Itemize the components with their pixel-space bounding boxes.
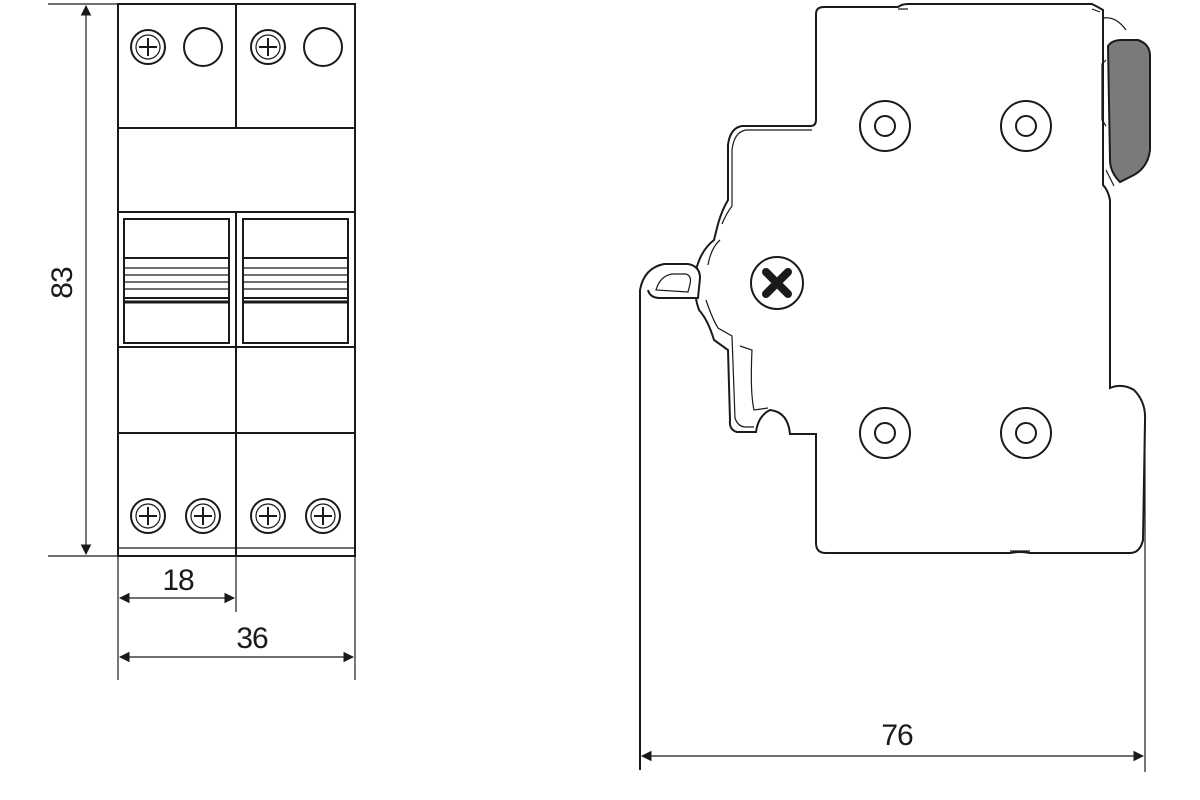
latch	[1106, 39, 1151, 184]
height-dimension: 83	[46, 3, 118, 557]
front-plate-band	[117, 127, 356, 213]
side-view	[639, 3, 1151, 770]
total-width-label: 36	[236, 622, 268, 655]
side-body-outline	[693, 3, 1147, 554]
pole-width-dimension: 18	[117, 556, 237, 680]
toggle-handle-right	[242, 218, 349, 344]
total-width-dimension: 36	[118, 556, 356, 680]
terminal-hole	[303, 27, 343, 67]
screw-icon	[130, 29, 166, 65]
terminal-screw-icon	[859, 100, 911, 152]
latch-outline	[1101, 17, 1127, 187]
toggle-handle-left	[123, 218, 230, 344]
front-view	[117, 3, 356, 557]
screw-icon	[130, 498, 166, 534]
rivet-x-icon	[750, 256, 804, 310]
screw-icon	[305, 498, 341, 534]
screw-icon	[250, 498, 286, 534]
top-ridges	[898, 8, 1101, 552]
din-rail-clip	[639, 263, 702, 770]
screw-icon	[185, 498, 221, 534]
side-inner-outline	[705, 129, 812, 428]
terminal-screw-icon	[859, 407, 911, 459]
height-label: 83	[46, 267, 79, 299]
depth-dimension: 76	[640, 420, 1146, 772]
screw-icon	[250, 29, 286, 65]
terminal-hole	[183, 27, 223, 67]
din-rail-clip-inner	[655, 273, 692, 293]
terminal-screw-icon	[1000, 407, 1052, 459]
pole-width-label: 18	[162, 564, 194, 597]
depth-label: 76	[881, 719, 913, 752]
terminal-screw-icon	[1000, 100, 1052, 152]
